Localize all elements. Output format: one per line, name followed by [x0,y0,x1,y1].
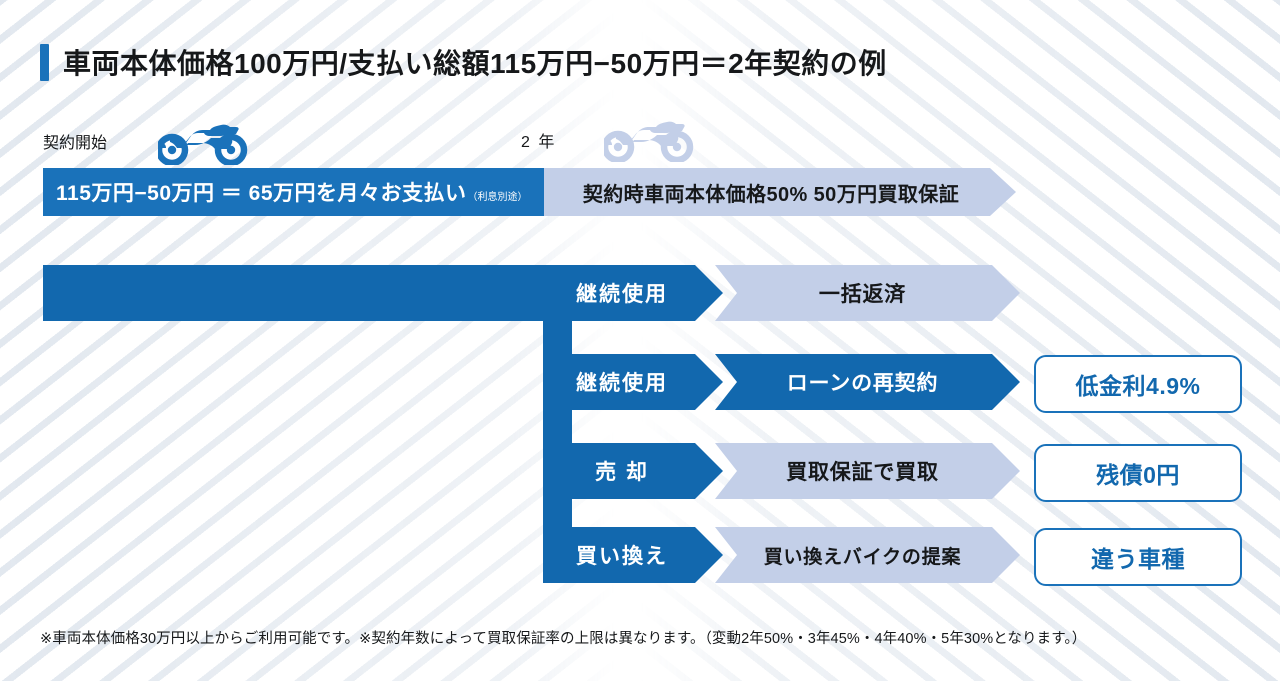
flow-result-label: 低金利4.9% [1075,373,1201,399]
buyback-guarantee-text: 契約時車両本体価格50% 50万円買取保証 [582,183,960,206]
flow-action-label: 買取保証で買取 [786,461,939,484]
flow-action-arrow: ローンの再契約 [715,354,1020,410]
flow-action-label: 買い換えバイクの提案 [763,546,962,568]
flow-action-label: ローンの再契約 [786,372,939,395]
motorcycle-icon [601,118,694,167]
motorcycle-icon [155,121,248,170]
payment-period-note: （利息別途） [467,192,528,203]
flow-action-arrow: 買い換えバイクの提案 [715,527,1020,583]
flow-result-badge: 違う車種 [1034,528,1242,586]
timeline-end-label: 2 年 [521,134,557,151]
footnote-text: ※車両本体価格30万円以上からご利用可能です。※契約年数によって買取保証率の上限… [40,631,1087,647]
flow-action-label: 一括返済 [818,283,907,306]
flow-action-arrow: 買取保証で買取 [715,443,1020,499]
title-accent-bar [40,43,49,81]
payment-period-bar: 115万円−50万円 ＝ 65万円を月々お支払い（利息別途） [43,168,544,216]
buyback-guarantee-bar: 契約時車両本体価格50% 50万円買取保証 [544,168,1016,216]
flow-result-badge: 残債0円 [1034,444,1242,502]
flow-result-label: 残債0円 [1096,462,1180,488]
flow-choice-label: 買い換え [576,545,668,568]
title-text: 車両本体価格100万円/支払い総額115万円−50万円＝2年契約の例 [63,48,887,79]
flow-choice-arrow: 買い換え [543,527,723,583]
flow-choice-arrow: 売 却 [543,443,723,499]
flow-action-arrow: 一括返済 [715,265,1020,321]
flow-choice-arrow: 継続使用 [543,265,723,321]
payment-period-text: 115万円−50万円 ＝ 65万円を月々お支払い（利息別途） [56,177,528,207]
flow-result-badge: 低金利4.9% [1034,355,1242,413]
page-title: 車両本体価格100万円/支払い総額115万円−50万円＝2年契約の例 [40,42,887,82]
timeline-start-label: 契約開始 [43,135,108,152]
flow-choice-label: 継続使用 [576,283,668,306]
payment-period-main: 115万円−50万円 ＝ 65万円を月々お支払い [56,182,467,205]
flow-result-label: 違う車種 [1091,546,1185,572]
flow-choice-label: 売 却 [595,461,649,484]
flow-choice-arrow: 継続使用 [543,354,723,410]
flow-choice-label: 継続使用 [576,372,668,395]
flow-trunk-horizontal [43,265,572,321]
